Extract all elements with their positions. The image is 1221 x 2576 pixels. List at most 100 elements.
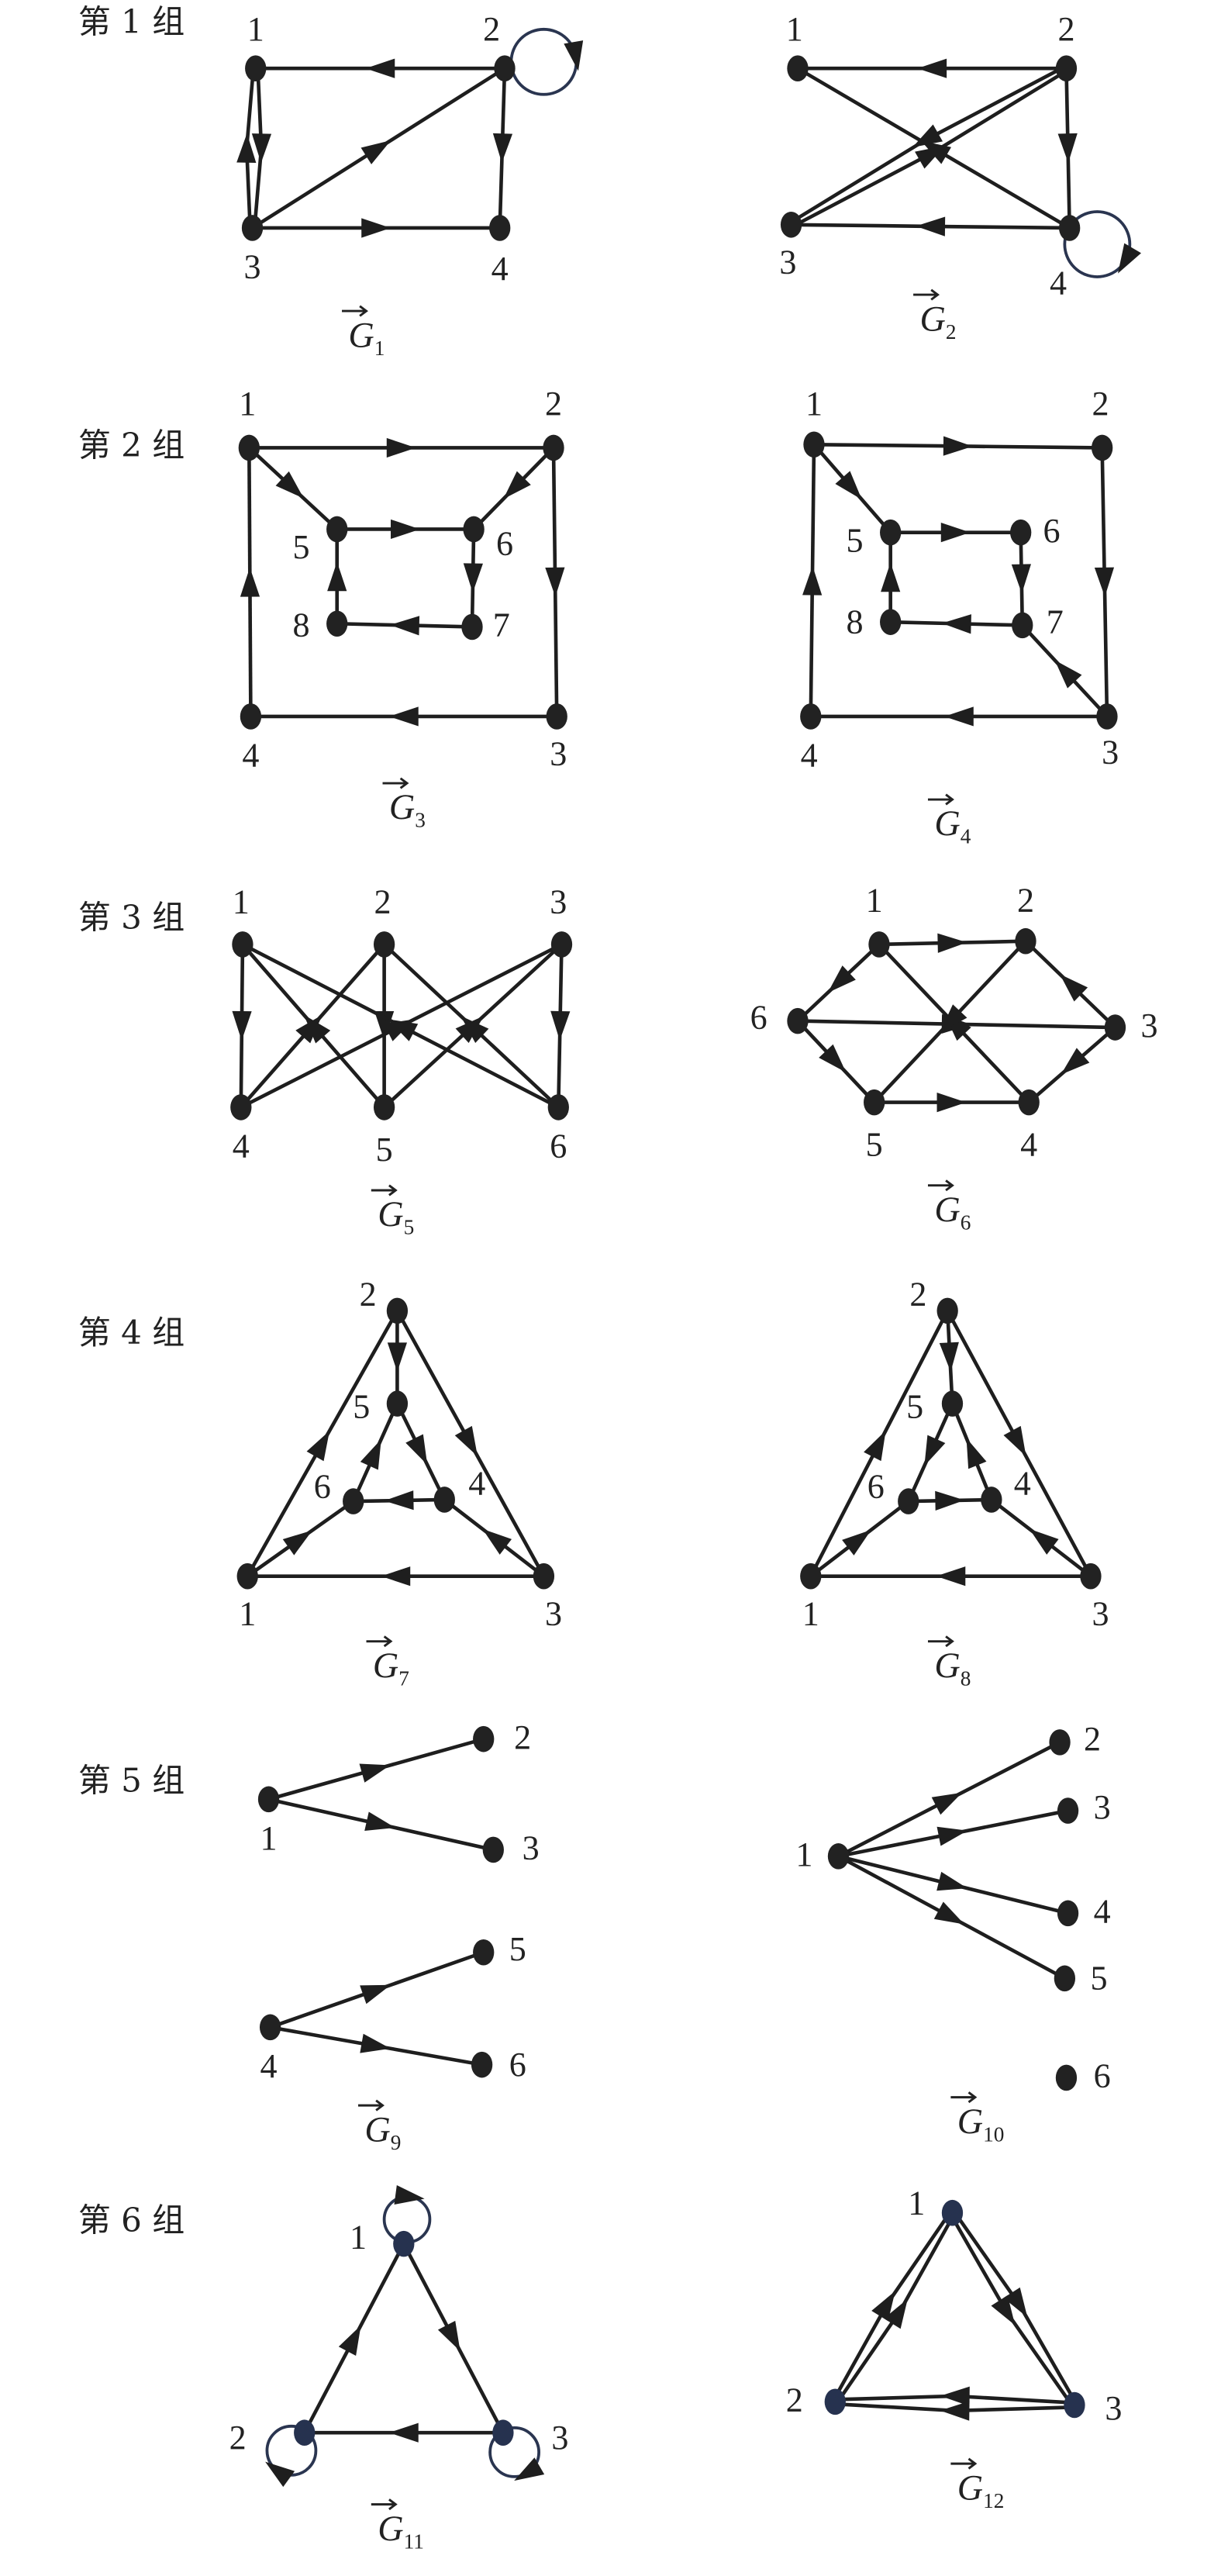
edge-1-to-6 — [246, 1500, 355, 1578]
node-label: 3 — [779, 243, 796, 281]
node-label: 1 — [805, 385, 823, 423]
loop-circle — [509, 27, 578, 96]
node-label: 4 — [1020, 1126, 1037, 1164]
node-1 — [257, 1786, 280, 1813]
graph-caption: G2 — [913, 288, 957, 344]
node-6 — [1010, 519, 1032, 546]
edge-7-to-8 — [890, 614, 1023, 634]
vector-arrow-icon — [927, 793, 954, 806]
group-label: 第 6 组 — [78, 2201, 185, 2239]
arrowhead-icon — [939, 1342, 959, 1373]
caption-text: G4 — [934, 803, 971, 848]
caption-symbol: G — [919, 299, 945, 338]
node-label: 3 — [244, 248, 261, 286]
arrowhead-icon — [819, 1044, 847, 1072]
node-6 — [787, 1007, 809, 1034]
arrowhead-icon — [835, 471, 862, 500]
arrowhead-icon — [482, 1528, 512, 1555]
edge-2-to-5 — [387, 1310, 408, 1404]
arrowhead-icon — [455, 1016, 484, 1043]
node-3 — [1057, 1797, 1079, 1824]
caption-symbol: G — [934, 803, 960, 843]
edge-1-to-2 — [809, 1310, 950, 1577]
arrowhead-icon — [275, 471, 304, 499]
node-label: 2 — [360, 1276, 377, 1314]
edge-5-to-6 — [906, 1403, 954, 1503]
node-label: 3 — [551, 2419, 568, 2457]
node-1 — [800, 1563, 822, 1590]
edge-2-to-3 — [1094, 447, 1115, 717]
loop-arrowhead-icon — [564, 40, 584, 71]
node-label: 2 — [1092, 385, 1109, 423]
node-1 — [868, 931, 890, 958]
arrowhead-icon — [864, 1430, 886, 1462]
self-loop-2 — [509, 27, 584, 96]
caption-text: G9 — [364, 2109, 401, 2153]
node-5 — [373, 1094, 395, 1121]
edge-1-to-5 — [247, 446, 339, 531]
graph-caption: G6 — [927, 1179, 971, 1234]
arrowhead-icon — [915, 145, 946, 169]
node-4 — [230, 1094, 252, 1121]
edge-4-to-1 — [240, 447, 260, 717]
arrowhead-icon — [236, 133, 257, 164]
node-label: 1 — [908, 2184, 925, 2222]
arrowhead-icon — [917, 58, 947, 78]
edge-6-to-4 — [908, 1490, 992, 1511]
node-4 — [433, 1487, 455, 1513]
arrowhead-icon — [327, 561, 347, 592]
node-4 — [800, 703, 822, 730]
caption-symbol: G — [364, 2109, 390, 2149]
arrowhead-icon — [1003, 2287, 1028, 2318]
node-label: 1 — [233, 883, 250, 921]
caption-subscript: 2 — [946, 320, 957, 344]
arrowhead-icon — [937, 933, 967, 953]
node-label: 4 — [1014, 1464, 1031, 1502]
node-label: 4 — [801, 737, 818, 775]
graph-caption: G5 — [371, 1184, 415, 1239]
edge-3-to-4 — [250, 706, 557, 727]
node-6 — [343, 1488, 364, 1514]
node-label: 1 — [239, 385, 256, 423]
node-label: 6 — [550, 1127, 567, 1165]
node-2 — [936, 1297, 958, 1324]
arrowhead-icon — [388, 2422, 419, 2443]
node-3 — [1096, 703, 1118, 730]
caption-symbol: G — [934, 1190, 960, 1229]
loop-arrowhead-icon — [514, 2457, 545, 2481]
vector-arrow-icon — [927, 1635, 954, 1648]
node-label: 6 — [1043, 512, 1061, 550]
caption-subscript: 12 — [983, 2489, 1004, 2512]
node-label: 8 — [293, 606, 310, 644]
node-label: 8 — [846, 603, 863, 641]
edge-6-to-5 — [796, 1020, 876, 1104]
edge-line — [949, 2213, 1074, 2408]
node-label: 4 — [242, 737, 259, 775]
arrowhead-icon — [388, 706, 419, 727]
group-label: 第 5 组 — [78, 1761, 185, 1799]
arrowhead-icon — [364, 1811, 395, 1832]
caption-subscript: 5 — [404, 1216, 415, 1239]
edge-1-to-3 — [952, 2210, 1078, 2405]
node-8 — [326, 610, 348, 637]
edge-3-to-4 — [810, 706, 1107, 727]
edge-4-to-5 — [269, 1950, 485, 2029]
node-label: 4 — [468, 1464, 485, 1502]
edge-1-to-5 — [837, 1854, 1066, 1980]
graph-caption: G11 — [371, 2498, 424, 2553]
arrowhead-icon — [232, 1010, 252, 1041]
caption-symbol: G — [373, 1645, 398, 1685]
arrowhead-icon — [384, 1490, 414, 1511]
arrowhead-icon — [842, 1529, 871, 1556]
node-label: 2 — [229, 2419, 247, 2457]
node-5 — [880, 519, 902, 546]
arrowhead-icon — [916, 216, 946, 237]
node-4 — [240, 703, 262, 730]
edge-2-to-3 — [946, 1310, 1092, 1577]
node-6 — [547, 1094, 569, 1121]
edge-1-to-2 — [878, 933, 1026, 953]
arrowhead-icon — [360, 140, 391, 164]
arrowhead-icon — [940, 1004, 967, 1033]
